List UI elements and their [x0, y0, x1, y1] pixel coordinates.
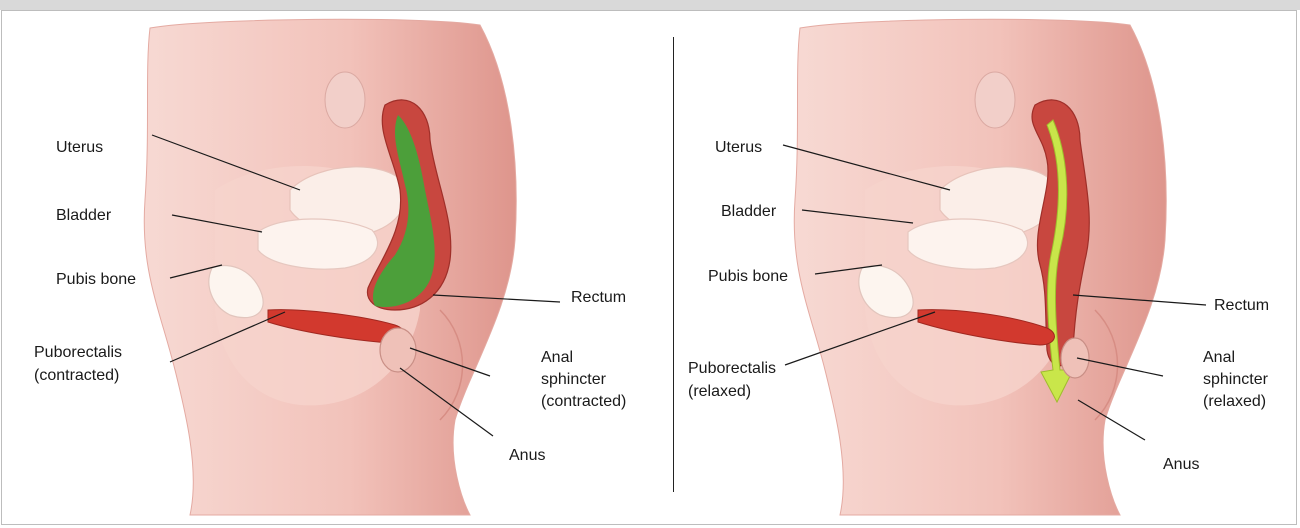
label-bladder: Bladder	[721, 203, 777, 220]
label-sphincter-state: (contracted)	[541, 393, 626, 410]
label-pubis-bone: Pubis bone	[708, 268, 788, 285]
label-puborectalis: Puborectalis	[688, 360, 776, 377]
bladder-organ	[908, 219, 1028, 269]
top-bar	[0, 0, 1300, 10]
label-puborectalis: Puborectalis	[34, 344, 122, 361]
left-panel-contracted: Uterus Bladder Pubis bone Puborectalis (…	[0, 10, 670, 525]
label-uterus: Uterus	[56, 139, 103, 156]
label-uterus: Uterus	[715, 139, 762, 156]
label-sphincter-state: (relaxed)	[1203, 393, 1266, 410]
label-anus: Anus	[1163, 456, 1199, 473]
label-rectum: Rectum	[571, 289, 626, 306]
label-bladder: Bladder	[56, 207, 112, 224]
label-puborectalis-state: (relaxed)	[688, 383, 751, 400]
label-anal: Anal	[541, 349, 573, 366]
right-panel-relaxed: Uterus Bladder Pubis bone Puborectalis (…	[675, 10, 1297, 525]
anal-sphincter	[380, 328, 416, 372]
label-pubis-bone: Pubis bone	[56, 271, 136, 288]
bladder-organ	[258, 219, 378, 269]
label-anus: Anus	[509, 447, 545, 464]
ovary-organ	[325, 72, 365, 128]
label-rectum: Rectum	[1214, 297, 1269, 314]
label-anal: Anal	[1203, 349, 1235, 366]
label-sphincter: sphincter	[1203, 371, 1269, 388]
label-sphincter: sphincter	[541, 371, 607, 388]
ovary-organ	[975, 72, 1015, 128]
label-puborectalis-state: (contracted)	[34, 367, 119, 384]
anal-sphincter	[1061, 338, 1089, 378]
panel-divider	[673, 37, 674, 492]
